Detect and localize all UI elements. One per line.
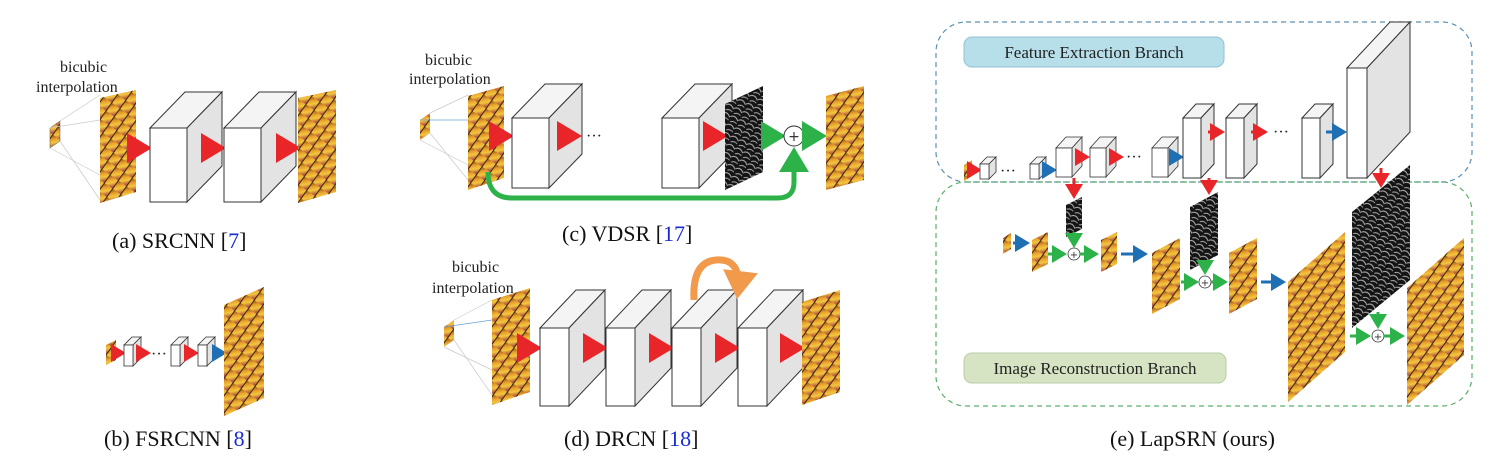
bicubic-upsampled-image [100, 90, 136, 203]
recursion-arrow [690, 256, 758, 301]
lr-input-image [106, 340, 116, 365]
upsampled-image-8x [1288, 232, 1345, 402]
caption-c: (c) VDSR [17] [562, 221, 692, 246]
interp-label-line2: interpolation [432, 280, 514, 297]
hr-output-image [826, 86, 864, 190]
bicubic-upsampled-image [492, 288, 530, 405]
residual-image-4x [1190, 192, 1218, 270]
conv-layer-block-small [170, 336, 189, 367]
hr-output-2x [1101, 232, 1117, 272]
feature-branch-label: Feature Extraction Branch [1004, 43, 1184, 62]
conv-layer-block [148, 90, 224, 204]
caption-a: (a) SRCNN [7] [112, 228, 246, 253]
ellipsis: ··· [1273, 124, 1289, 141]
recon-branch-label-box [963, 352, 1227, 384]
ellipsis: ··· [586, 128, 602, 145]
conv-layer-block-large [1345, 20, 1412, 180]
upsample-lines [49, 94, 101, 201]
interp-label-line1: bicubic [425, 52, 472, 69]
upsample-lines [443, 299, 493, 396]
conv-layer-block [1055, 135, 1083, 179]
upsampled-image-2x [1032, 232, 1048, 272]
lr-input-image [420, 113, 430, 140]
ellipsis: ··· [151, 346, 167, 363]
conv-layer-block-small [979, 156, 997, 180]
feature-branch-label-box [963, 36, 1225, 68]
hr-output-4x [1229, 238, 1257, 314]
caption-b: (b) FSRCNN [8] [104, 426, 252, 451]
hr-output-image [224, 287, 264, 416]
conv-layer-block-small [1029, 156, 1047, 180]
panel-d-drcn: bicubic interpolation [432, 256, 840, 451]
hr-output-8x [1407, 238, 1464, 405]
interp-label-line2: interpolation [409, 71, 491, 88]
feature-extraction-region [935, 21, 1473, 183]
conv-layer-block [1181, 102, 1216, 180]
interp-label-line1: bicubic [452, 259, 499, 276]
skip-connection-arrow [485, 147, 809, 201]
panel-b-fsrcnn: ··· (b) FSRCNN [8] [104, 287, 264, 451]
conv-layer-block-small [123, 336, 142, 367]
interp-label-line2: interpolation [36, 79, 118, 96]
upsampled-image-4x [1152, 238, 1180, 314]
sum-symbol: + [1070, 250, 1078, 261]
panel-c-vdsr: bicubic interpolation ··· + (c) VDSR [409, 52, 864, 246]
ellipsis: ··· [1126, 149, 1142, 166]
lr-input-image [1003, 233, 1011, 254]
upsample-lines [419, 94, 469, 181]
lr-input-image [444, 320, 454, 347]
recon-branch-label: Image Reconstruction Branch [994, 359, 1197, 378]
conv-layer-block-small [197, 336, 216, 367]
sum-symbol: + [1374, 332, 1382, 343]
panel-a-srcnn: bicubic interpolation (a) SRCNN [7] [36, 59, 336, 253]
conv-layer-block [1151, 135, 1179, 179]
bicubic-upsampled-image [468, 86, 504, 190]
caption-e: (e) LapSRN (ours) [1110, 426, 1275, 451]
sum-symbol: + [788, 129, 800, 145]
ellipsis: ··· [1000, 163, 1016, 180]
lr-input-image [49, 120, 61, 149]
sum-symbol: + [1201, 278, 1209, 289]
lr-input-image [964, 160, 972, 181]
interp-label-line1: bicubic [60, 59, 107, 76]
conv-layer-block [1224, 102, 1259, 180]
conv-layer-block [1300, 102, 1335, 180]
residual-image [725, 86, 763, 190]
hr-output-image [298, 90, 336, 203]
caption-d: (d) DRCN [18] [564, 426, 698, 451]
panel-e-lapsrn: Feature Extraction Branch Image Reconstr… [935, 20, 1473, 451]
residual-image-2x [1066, 197, 1082, 237]
hr-output-image [802, 290, 840, 405]
residual-image-8x [1352, 165, 1410, 328]
